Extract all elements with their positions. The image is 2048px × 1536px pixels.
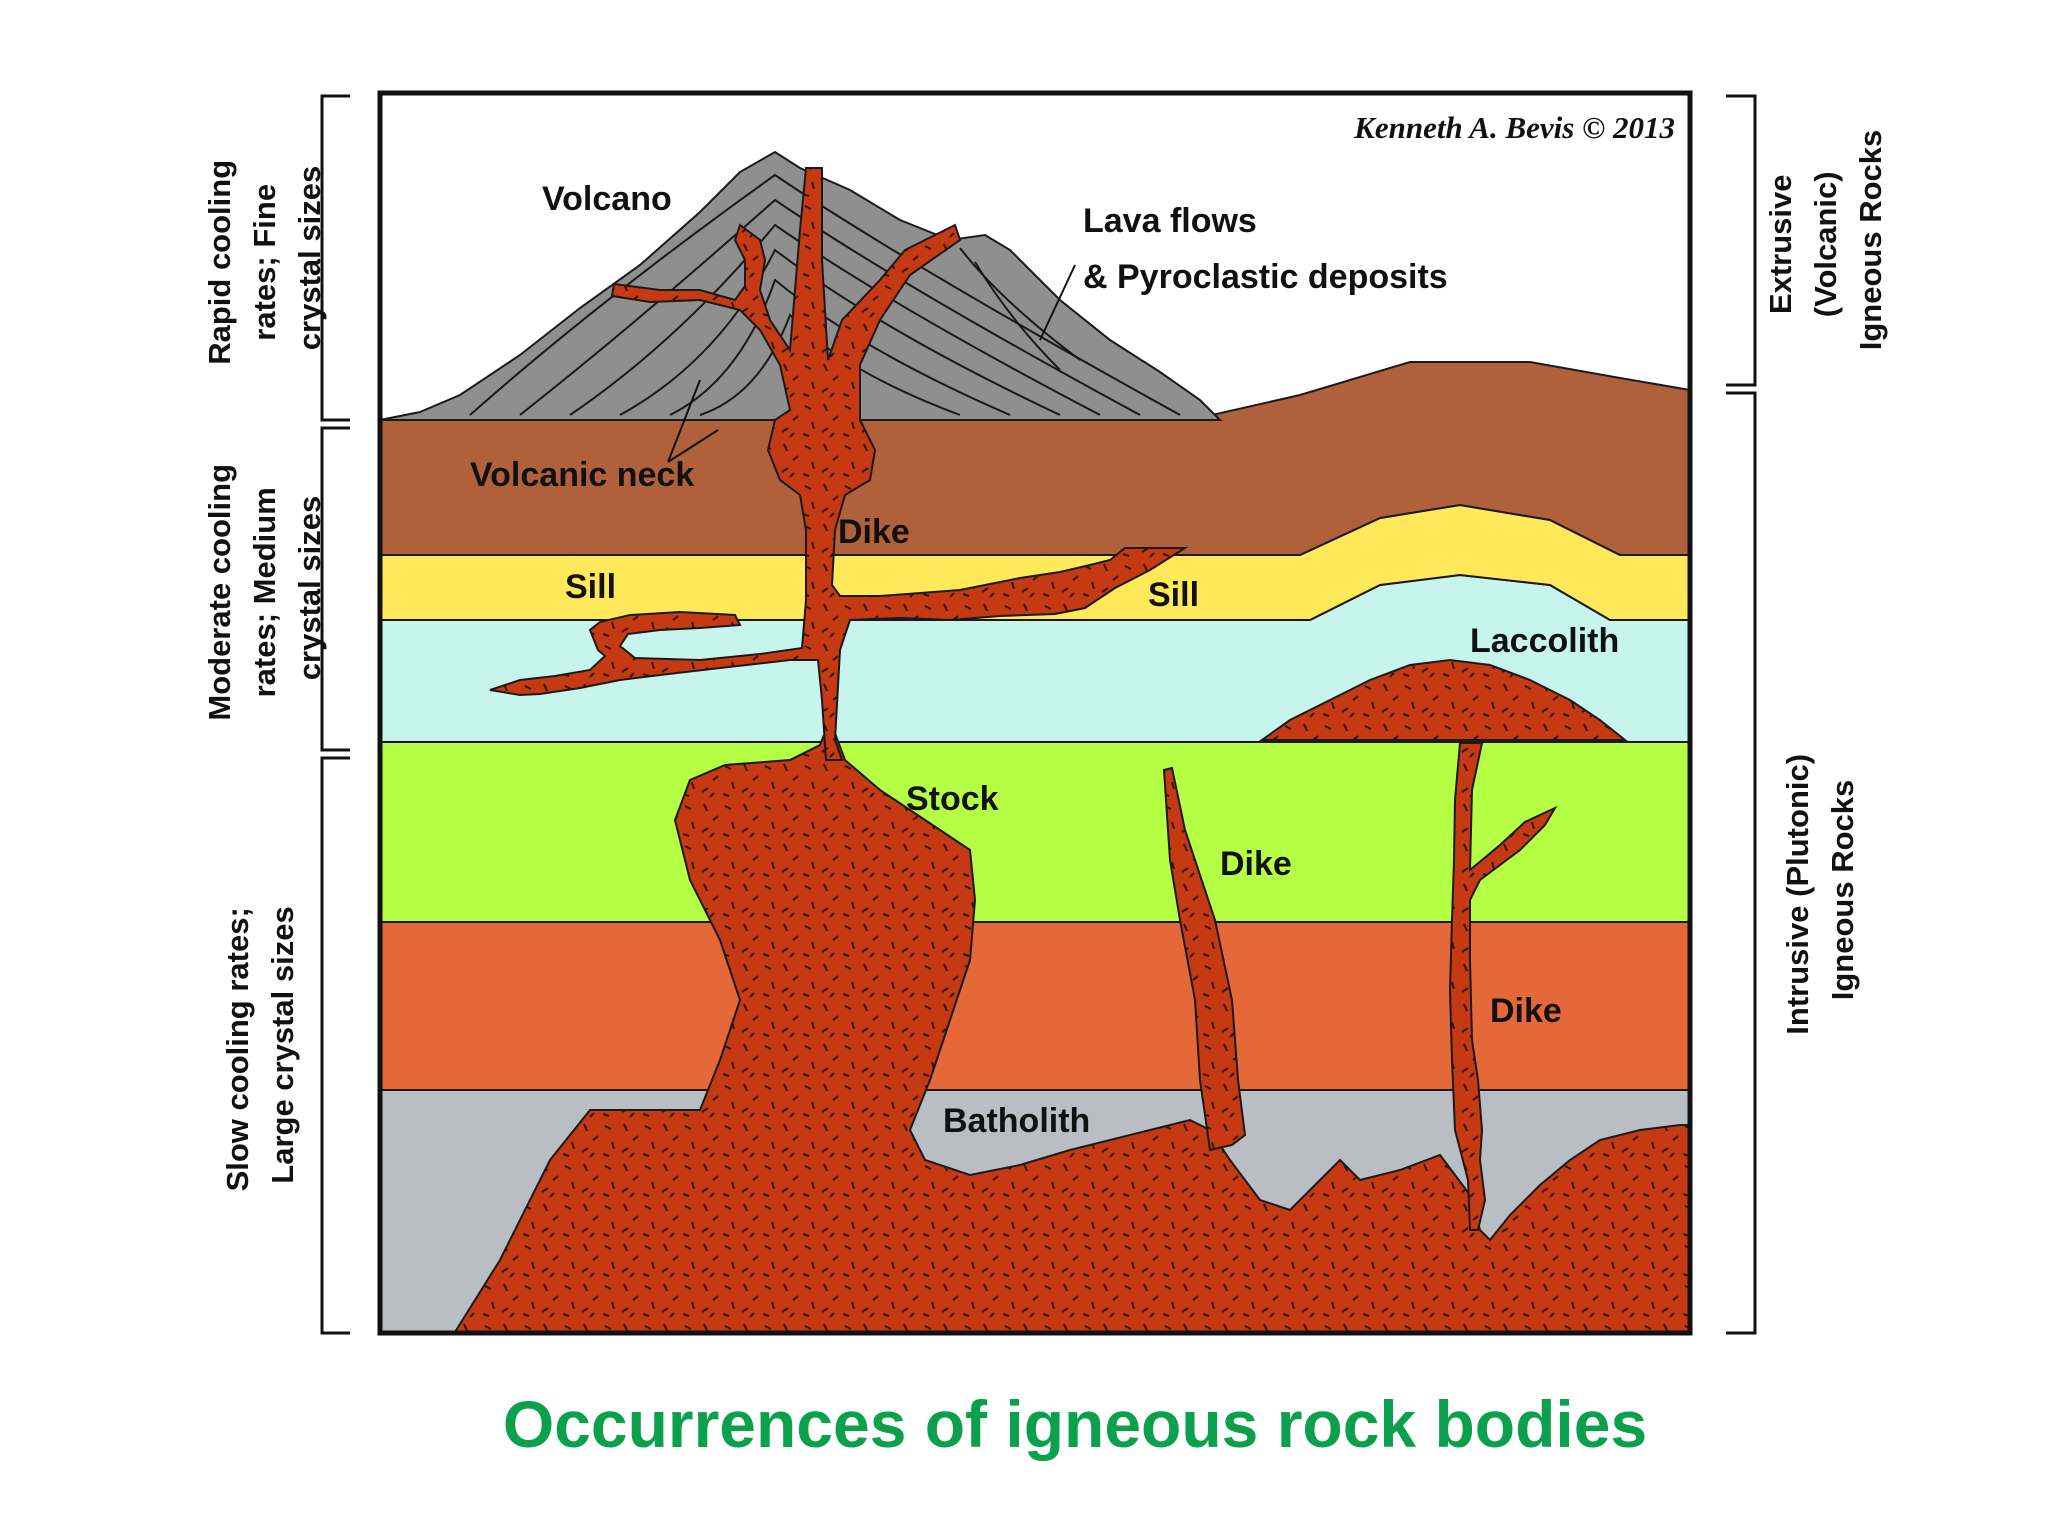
moderate-cooling-label: Moderate cooling rates; Medium crystal s… (202, 455, 327, 720)
batholith (453, 717, 1690, 1333)
rapid-line-2: rates; Fine (247, 184, 282, 341)
extrusive-line-1: Extrusive (1763, 175, 1798, 315)
left-brackets (320, 94, 350, 1335)
extrusive-label: Extrusive (Volcanic) Igneous Rocks (1763, 130, 1888, 351)
layer-brown (380, 361, 1690, 556)
volcano-strata (469, 173, 1181, 416)
label-lava-flows: Lava flows (1083, 202, 1257, 240)
label-sill-left: Sill (565, 568, 616, 606)
left-bracket-labels: Rapid cooling rates; Fine crystal sizes … (202, 151, 327, 1192)
extrusive-line-2: (Volcanic) (1808, 171, 1843, 317)
moderate-line-3: crystal sizes (292, 496, 327, 680)
label-dike-right: Dike (1490, 992, 1562, 1030)
diagram-labels: Volcano Lava flows & Pyroclastic deposit… (470, 180, 1619, 1140)
diagram-frame (377, 90, 1693, 1336)
label-laccolith: Laccolith (1470, 622, 1619, 660)
dike-right (1448, 742, 1558, 1231)
laccolith (1258, 658, 1628, 741)
caption-title: Occurrences of igneous rock bodies (502, 1387, 1648, 1461)
moderate-line-1: Moderate cooling (202, 464, 237, 721)
label-sill-right: Sill (1148, 576, 1199, 614)
credit-text: Kenneth A. Bevis © 2013 (1353, 110, 1675, 145)
label-volcano: Volcano (542, 180, 672, 218)
rapid-line-1: Rapid cooling (202, 160, 237, 365)
right-brackets (1726, 94, 1757, 1335)
moderate-line-2: rates; Medium (247, 487, 282, 697)
rapid-cooling-label: Rapid cooling rates; Fine crystal sizes (202, 151, 327, 365)
rapid-line-3: crystal sizes (292, 166, 327, 350)
label-batholith: Batholith (943, 1102, 1090, 1140)
label-volcanic-neck: Volcanic neck (470, 456, 694, 494)
slow-cooling-label: Slow cooling rates; Large crystal sizes (220, 899, 300, 1192)
volcanic-neck-and-dike (489, 167, 1189, 761)
right-bracket-labels: Extrusive (Volcanic) Igneous Rocks Intru… (1763, 130, 1888, 1035)
leader-lines (667, 264, 1076, 463)
extrusive-line-3: Igneous Rocks (1853, 130, 1888, 351)
slow-line-2: Large crystal sizes (265, 906, 300, 1183)
layer-green (380, 741, 1690, 923)
dike-middle (1162, 766, 1247, 1152)
label-pyroclastic: & Pyroclastic deposits (1083, 258, 1448, 296)
label-dike-middle: Dike (1220, 845, 1292, 883)
intrusive-line-1: Intrusive (Plutonic) (1780, 754, 1815, 1035)
intrusive-line-2: Igneous Rocks (1825, 780, 1860, 1001)
intrusive-label: Intrusive (Plutonic) Igneous Rocks (1780, 745, 1860, 1034)
slow-line-1: Slow cooling rates; (220, 907, 255, 1191)
cross-section (380, 150, 1690, 1333)
label-stock: Stock (906, 780, 999, 818)
label-dike-top: Dike (838, 513, 910, 551)
